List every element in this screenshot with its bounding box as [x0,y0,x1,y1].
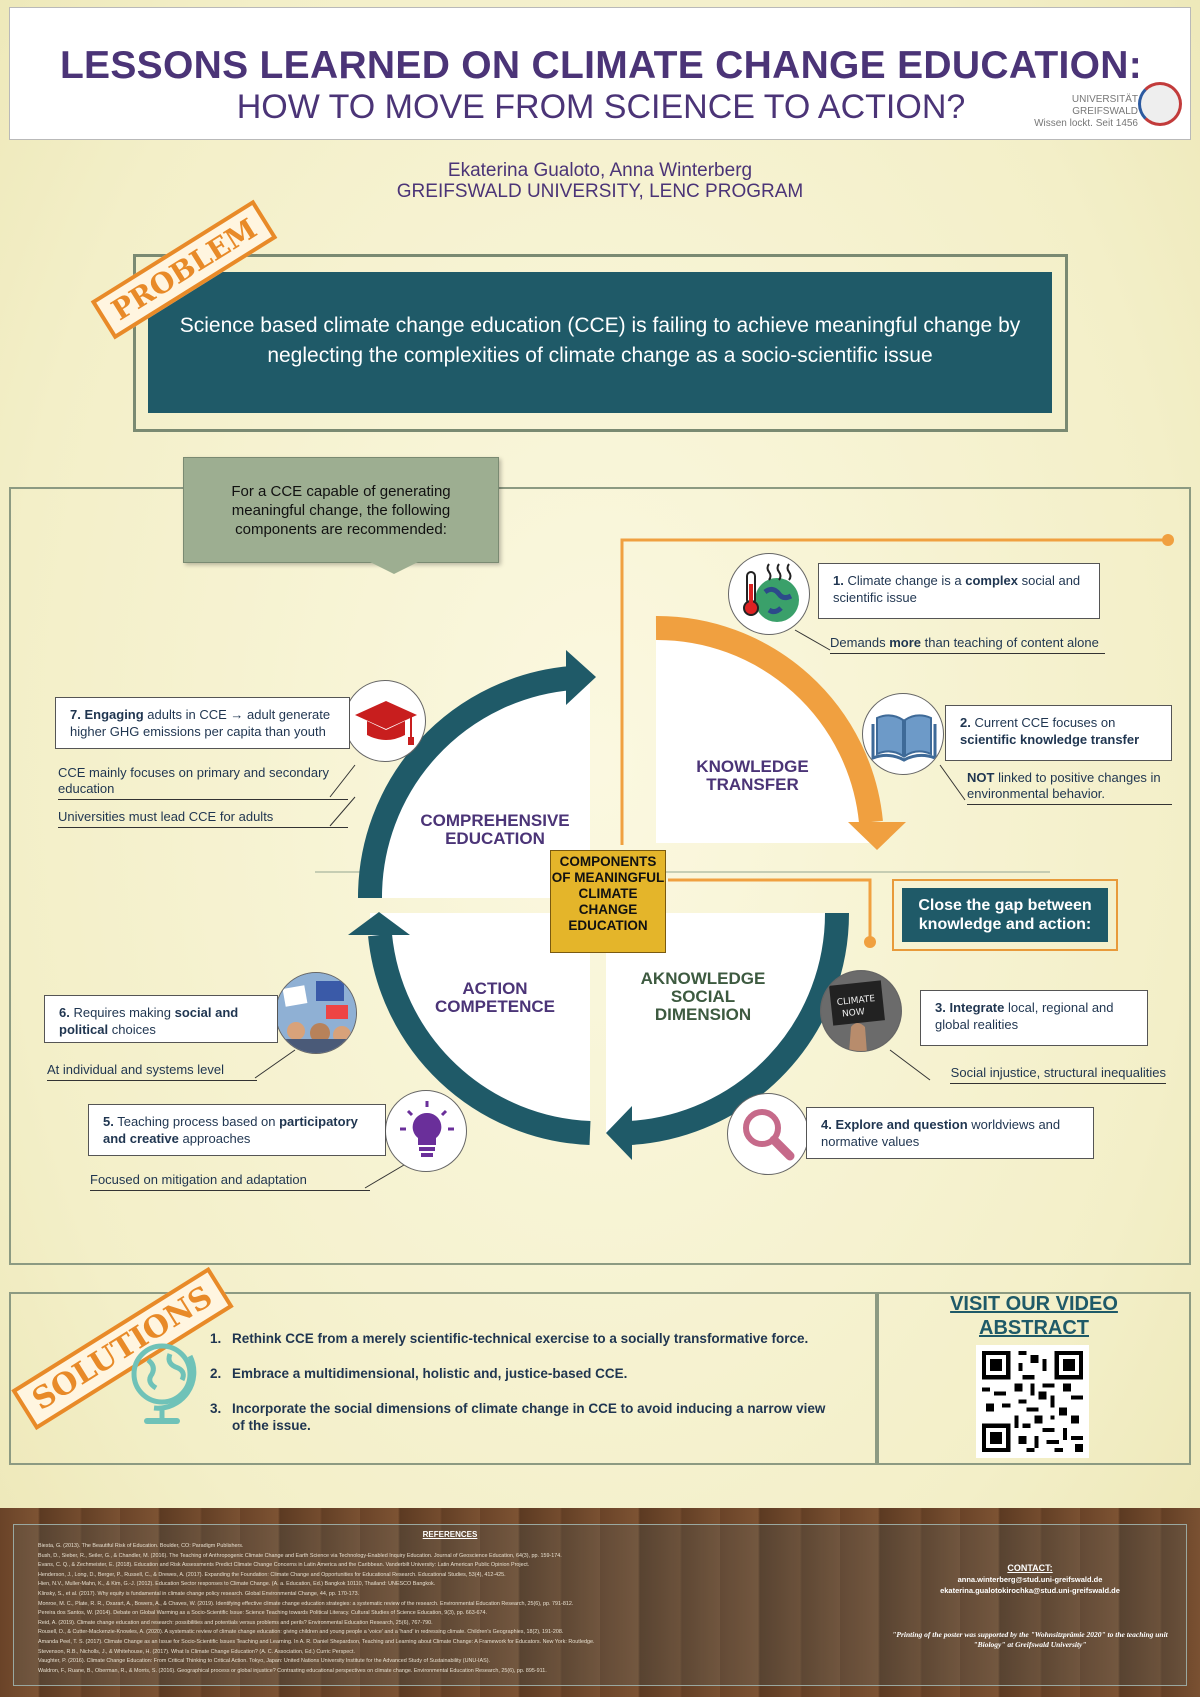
poster-header: LESSONS LEARNED ON CLIMATE CHANGE EDUCAT… [9,7,1191,140]
solution-item: 1.Rethink CCE from a merely scientific-t… [210,1331,809,1346]
solutions-frame [9,1292,877,1465]
university-logo: UNIVERSITÄT GREIFSWALD Wissen lockt. Sei… [1018,74,1188,134]
quadrant-knowledge-transfer: KNOWLEDGE TRANSFER [696,757,809,794]
point-1-text-end: social and scientific issue [833,573,1081,605]
quadrant-comprehensive-education: COMPREHENSIVE EDUCATION [420,811,570,848]
point-7-box: 7. Engaging adults in CCE → adult genera… [55,697,350,749]
author-names: Ekaterina Gualoto, Anna Winterberg [447,160,753,181]
reference-item: Amanda Peel, T. S. (2017). Climate Chang… [38,1638,790,1648]
globe-stand-icon [120,1330,210,1430]
reference-item: Rousell, D., & Cutter-Mackenzie-Knowles,… [38,1628,790,1638]
book-icon [862,693,944,775]
printing-note: "Printing of the poster was supported by… [892,1630,1168,1649]
reference-item: Klinsky, S., et al. (2017). Why equity i… [38,1590,790,1600]
solutions-list: 1.Rethink CCE from a merely scientific-t… [210,1330,840,1452]
references-title: REFERENCES [422,1530,478,1539]
point-2-detail: NOT linked to positive changes in enviro… [967,770,1172,805]
point-6-detail: At individual and systems level [47,1062,257,1081]
point-4-bold: Explore and question [835,1117,968,1132]
climate-protest-sign-icon: CLIMATE NOW [820,970,902,1052]
university-logo-name: UNIVERSITÄT GREIFSWALD [1071,94,1138,117]
point-6-number: 6. [59,1005,70,1020]
point-5-bold: participatory and creative [103,1114,358,1146]
point-7-detail-a: CCE mainly focuses on primary and second… [58,765,348,800]
point-2-bold: scientific knowledge transfer [960,732,1140,747]
point-3-detail: Social injustice, structural inequalitie… [950,1065,1166,1084]
point-7-text: adults in CCE → adult generate higher GH… [70,707,331,739]
point-5-detail: Focused on mitigation and adaptation [90,1172,370,1191]
point-3-box: 3. Integrate local, regional and global … [920,990,1148,1046]
reference-item: Evans, C. Q., & Zechmeister, E. (2018). … [38,1561,790,1571]
poster-subtitle: HOW TO MOVE FROM SCIENCE TO ACTION? [236,88,966,126]
point-1-number: 1. [833,573,844,588]
framework-center-label: COMPONENTS OF MEANINGFUL CLIMATE CHANGE … [550,850,666,953]
svg-text:CLIMATE: CLIMATE [836,994,876,1008]
point-6-text: choices [108,1022,156,1037]
reference-item: Henderson, J., Long, D., Berger, P., Rus… [38,1571,790,1581]
reference-item: Stevenson, R.B., Nicholls, J., & Whiteho… [38,1648,790,1658]
qr-code-icon[interactable] [976,1345,1089,1458]
reference-item: Biesta, G. (2013). The Beautiful Risk of… [38,1542,790,1552]
point-3-number: 3. [935,1000,946,1015]
point-5-number: 5. [103,1114,114,1129]
point-5-text: approaches [178,1131,251,1146]
point-1-text: Climate change is a [843,573,966,588]
reference-item: Pereira dos Santos, W. (2014). Debate on… [38,1609,790,1619]
point-1-bold: complex [965,573,1018,588]
lightbulb-icon [385,1090,467,1172]
protest-crowd-icon [275,972,357,1054]
footer-panel [13,1524,1187,1686]
point-7-detail-b: Universities must lead CCE for adults [58,809,348,828]
point-2-text: Current CCE focuses on [970,715,1116,730]
point-4-text: worldviews and normative values [821,1117,1061,1149]
point-6-box: 6. Requires making social and political … [44,995,278,1043]
gap-label: Close the gap between knowledge and acti… [902,888,1108,942]
solution-item: 3.Incorporate the social dimensions of c… [210,1401,826,1433]
contact-email-1[interactable]: anna.winterberg@stud.uni-greifswald.de [957,1575,1103,1584]
reference-item: Vaughter, P. (2016). Climate Change Educ… [38,1657,790,1667]
point-1-detail: Demands more than teaching of content al… [830,635,1105,654]
video-frame [877,1292,1191,1465]
reference-item: Waldron, F., Ruane, B., Oberman, R., & M… [38,1667,790,1677]
point-7-number: 7. [70,707,81,722]
university-logo-tagline: Wissen lockt. Seit 1456 [1034,118,1138,129]
reference-item: Bush, D., Sieber, R., Seiler, G., & Chan… [38,1552,790,1562]
svg-text:NOW: NOW [842,1007,866,1019]
point-5-box: 5. Teaching process based on participato… [88,1104,386,1156]
graduation-cap-icon [344,680,426,762]
problem-statement: Science based climate change education (… [148,272,1052,413]
contact-title: CONTACT: [1007,1563,1053,1573]
magnifying-glass-icon [727,1093,809,1175]
point-6-bold: social and political [59,1005,239,1037]
globe-thermometer-icon [728,553,810,635]
university-seal-icon [1138,82,1182,126]
footer-wood-background [0,1508,1200,1697]
reference-item: Monroe, M. C., Plate, R. R., Oxarart, A.… [38,1600,790,1610]
authors-block: Ekaterina Gualoto, Anna Winterberg GREIF… [0,160,1200,202]
reference-item: Reid, A. (2019). Climate change educatio… [38,1619,790,1629]
author-affiliation: GREIFSWALD UNIVERSITY, LENC PROGRAM [396,181,804,202]
point-4-number: 4. [821,1117,832,1132]
quadrant-social-dimension: AKNOWLEDGE SOCIAL DIMENSION [640,969,766,1024]
point-3-text: local, regional and global realities [935,1000,1114,1032]
point-2-box: 2. Current CCE focuses on scientific kno… [945,705,1172,761]
contact-email-2[interactable]: ekaterina.gualotokirochka@stud.uni-greif… [940,1586,1120,1595]
references-list: Biesta, G. (2013). The Beautiful Risk of… [30,1542,790,1676]
problem-frame [133,254,1068,432]
point-3-bold: Integrate [949,1000,1005,1015]
framework-frame [9,487,1191,1265]
poster-title: LESSONS LEARNED ON CLIMATE CHANGE EDUCAT… [59,44,1143,87]
point-1-box: 1. Climate change is a complex social an… [818,563,1100,619]
video-abstract-link[interactable]: VISIT OUR VIDEO ABSTRACT [950,1293,1118,1339]
framework-intro: For a CCE capable of generating meaningf… [183,457,499,563]
point-7-bold: Engaging [84,707,144,722]
point-4-box: 4. Explore and question worldviews and n… [806,1107,1094,1159]
point-2-number: 2. [960,715,971,730]
gap-frame [892,879,1118,951]
reference-item: Hien, N.V., Muller-Mahn, K., & Kim, G.-J… [38,1580,790,1590]
framework-intro-pointer [370,562,418,574]
solution-item: 2.Embrace a multidimensional, holistic a… [210,1366,628,1381]
quadrant-action-competence: ACTION COMPETENCE [435,979,555,1016]
